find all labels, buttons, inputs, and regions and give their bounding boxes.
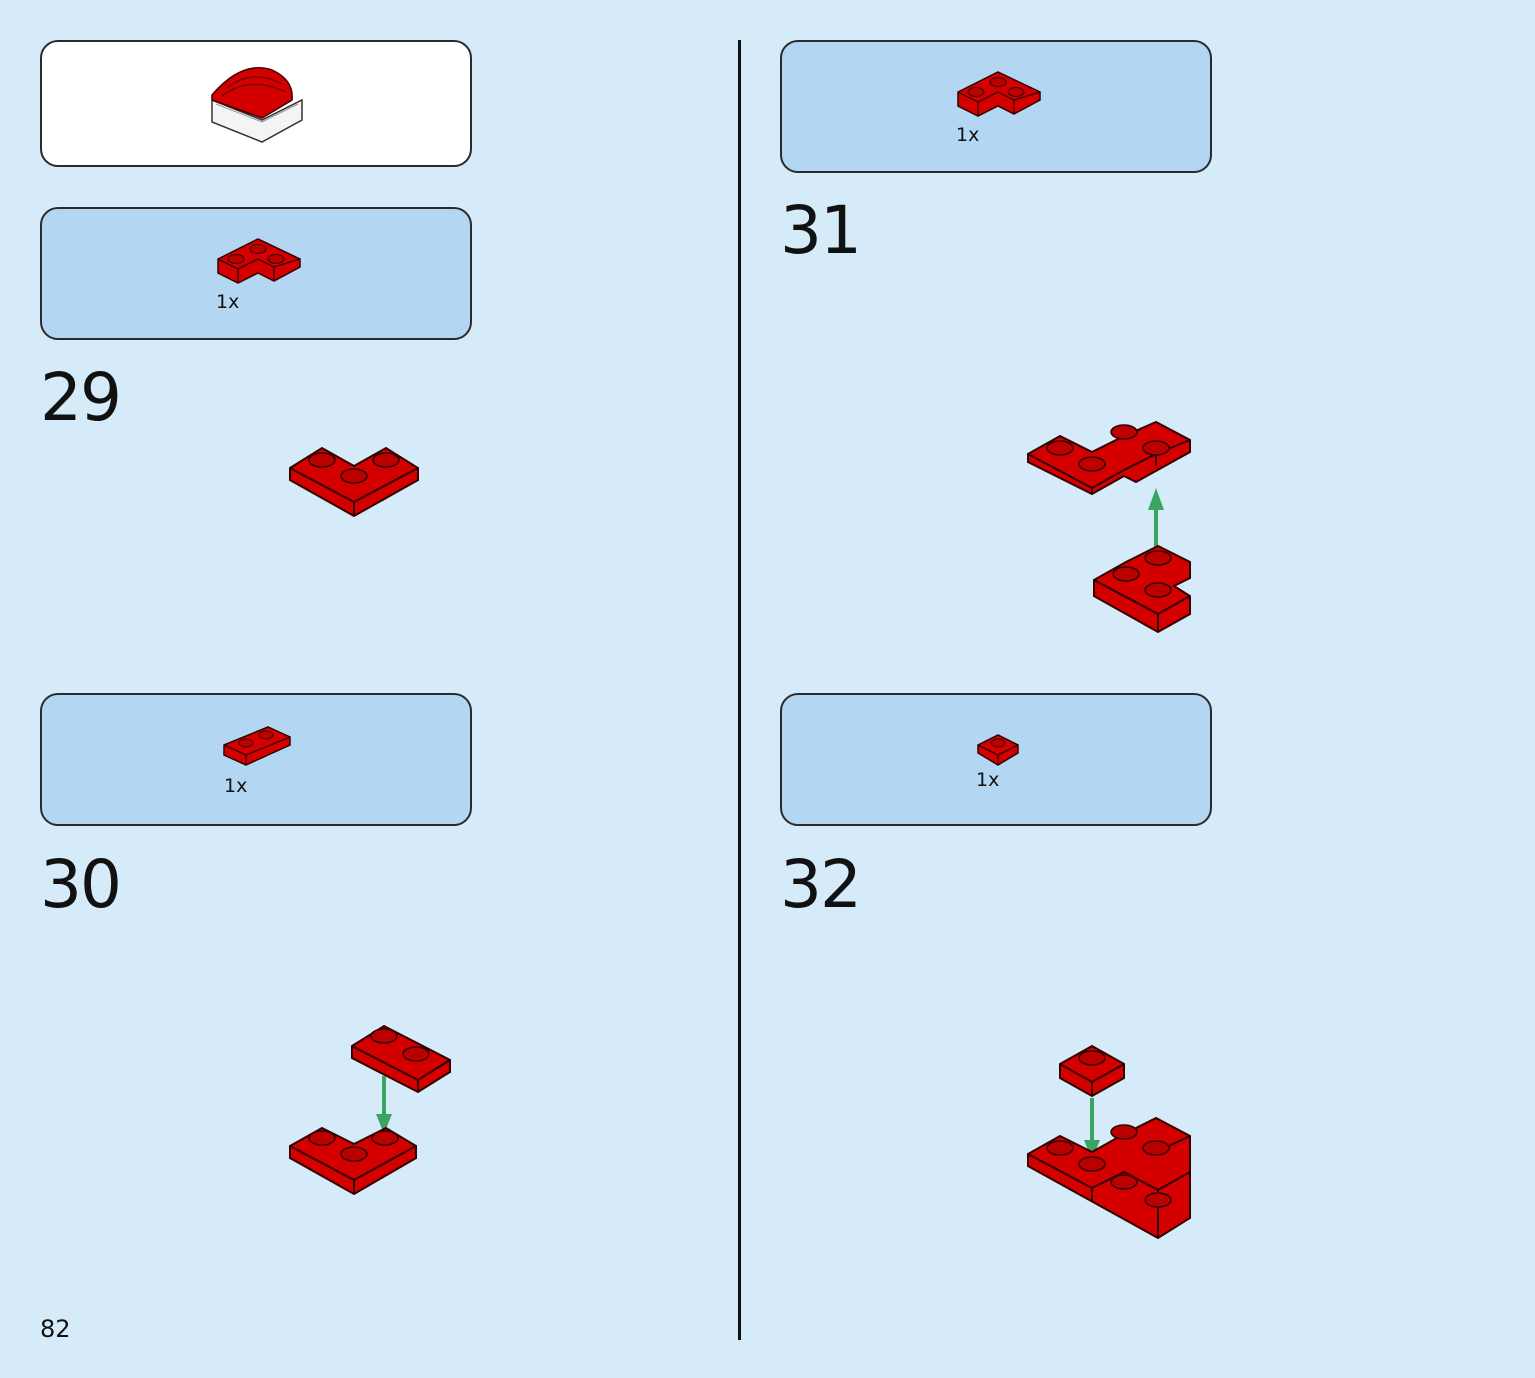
column-divider [738,40,741,1340]
page-number: 82 [40,1315,71,1343]
plate-1x1-part-icon [977,734,1019,766]
parts-callout-step-32: 1x [780,693,1212,826]
part-quantity: 1x [976,769,1000,791]
part-quantity: 1x [224,775,248,797]
part-quantity: 1x [956,124,980,146]
step-number-31: 31 [780,192,862,269]
parts-callout-step-29: 1x [40,207,472,340]
plate-1x2-part-icon [223,726,291,766]
parts-callout-step-31: 1x [780,40,1212,173]
part-quantity: 1x [216,291,240,313]
corner-plate-part-icon [217,238,301,284]
step-32-model-image [1027,1044,1191,1240]
step-30-model-image [289,1024,451,1196]
step-number-32: 32 [780,846,862,923]
parts-callout-step-30: 1x [40,693,472,826]
subassembly-reference-panel [40,40,472,167]
corner-plate-part-icon [957,71,1041,117]
step-number-30: 30 [40,846,122,923]
step-29-model-image [289,446,419,518]
step-number-29: 29 [40,359,122,436]
step-31-model-image [1027,420,1191,634]
subassembly-model-image [211,67,303,143]
